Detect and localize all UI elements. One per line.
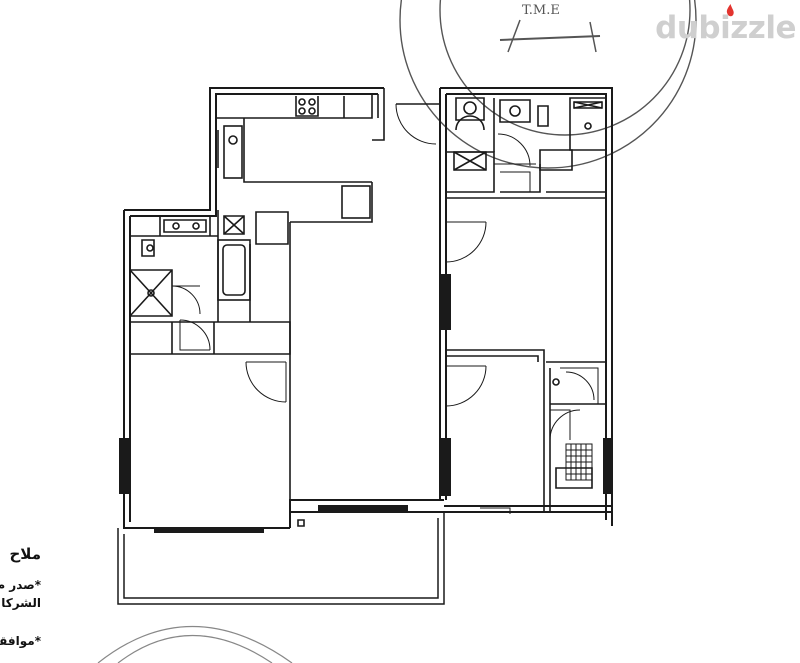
notes-line-1: *صدر م [0,578,41,592]
brand-watermark-text: dubizzle [655,10,796,46]
brand-watermark: dubizzle [655,4,796,46]
stamp-top: T.M.E [399,0,697,169]
bathroom-right [446,97,607,199]
utility-grid [565,443,593,481]
window-blocks [119,274,613,533]
bathroom-left [129,210,291,355]
top-shaft [372,88,385,141]
bedroom-right-2 [445,361,606,514]
exterior-walls [123,87,613,529]
stamp-top-text: T.M.E [522,3,560,18]
notes-line-2: الشركا [1,596,41,610]
notes-line-3: *موافقا [0,634,41,648]
stamp-bottom [97,625,293,663]
bedroom-left-door [245,361,287,403]
flame-icon [726,4,734,17]
notes-title: ملاح [9,545,42,563]
balcony-outline [117,512,445,605]
kitchen-area [216,94,440,223]
bedroom-right-1 [445,221,545,362]
living-partition [289,222,305,527]
